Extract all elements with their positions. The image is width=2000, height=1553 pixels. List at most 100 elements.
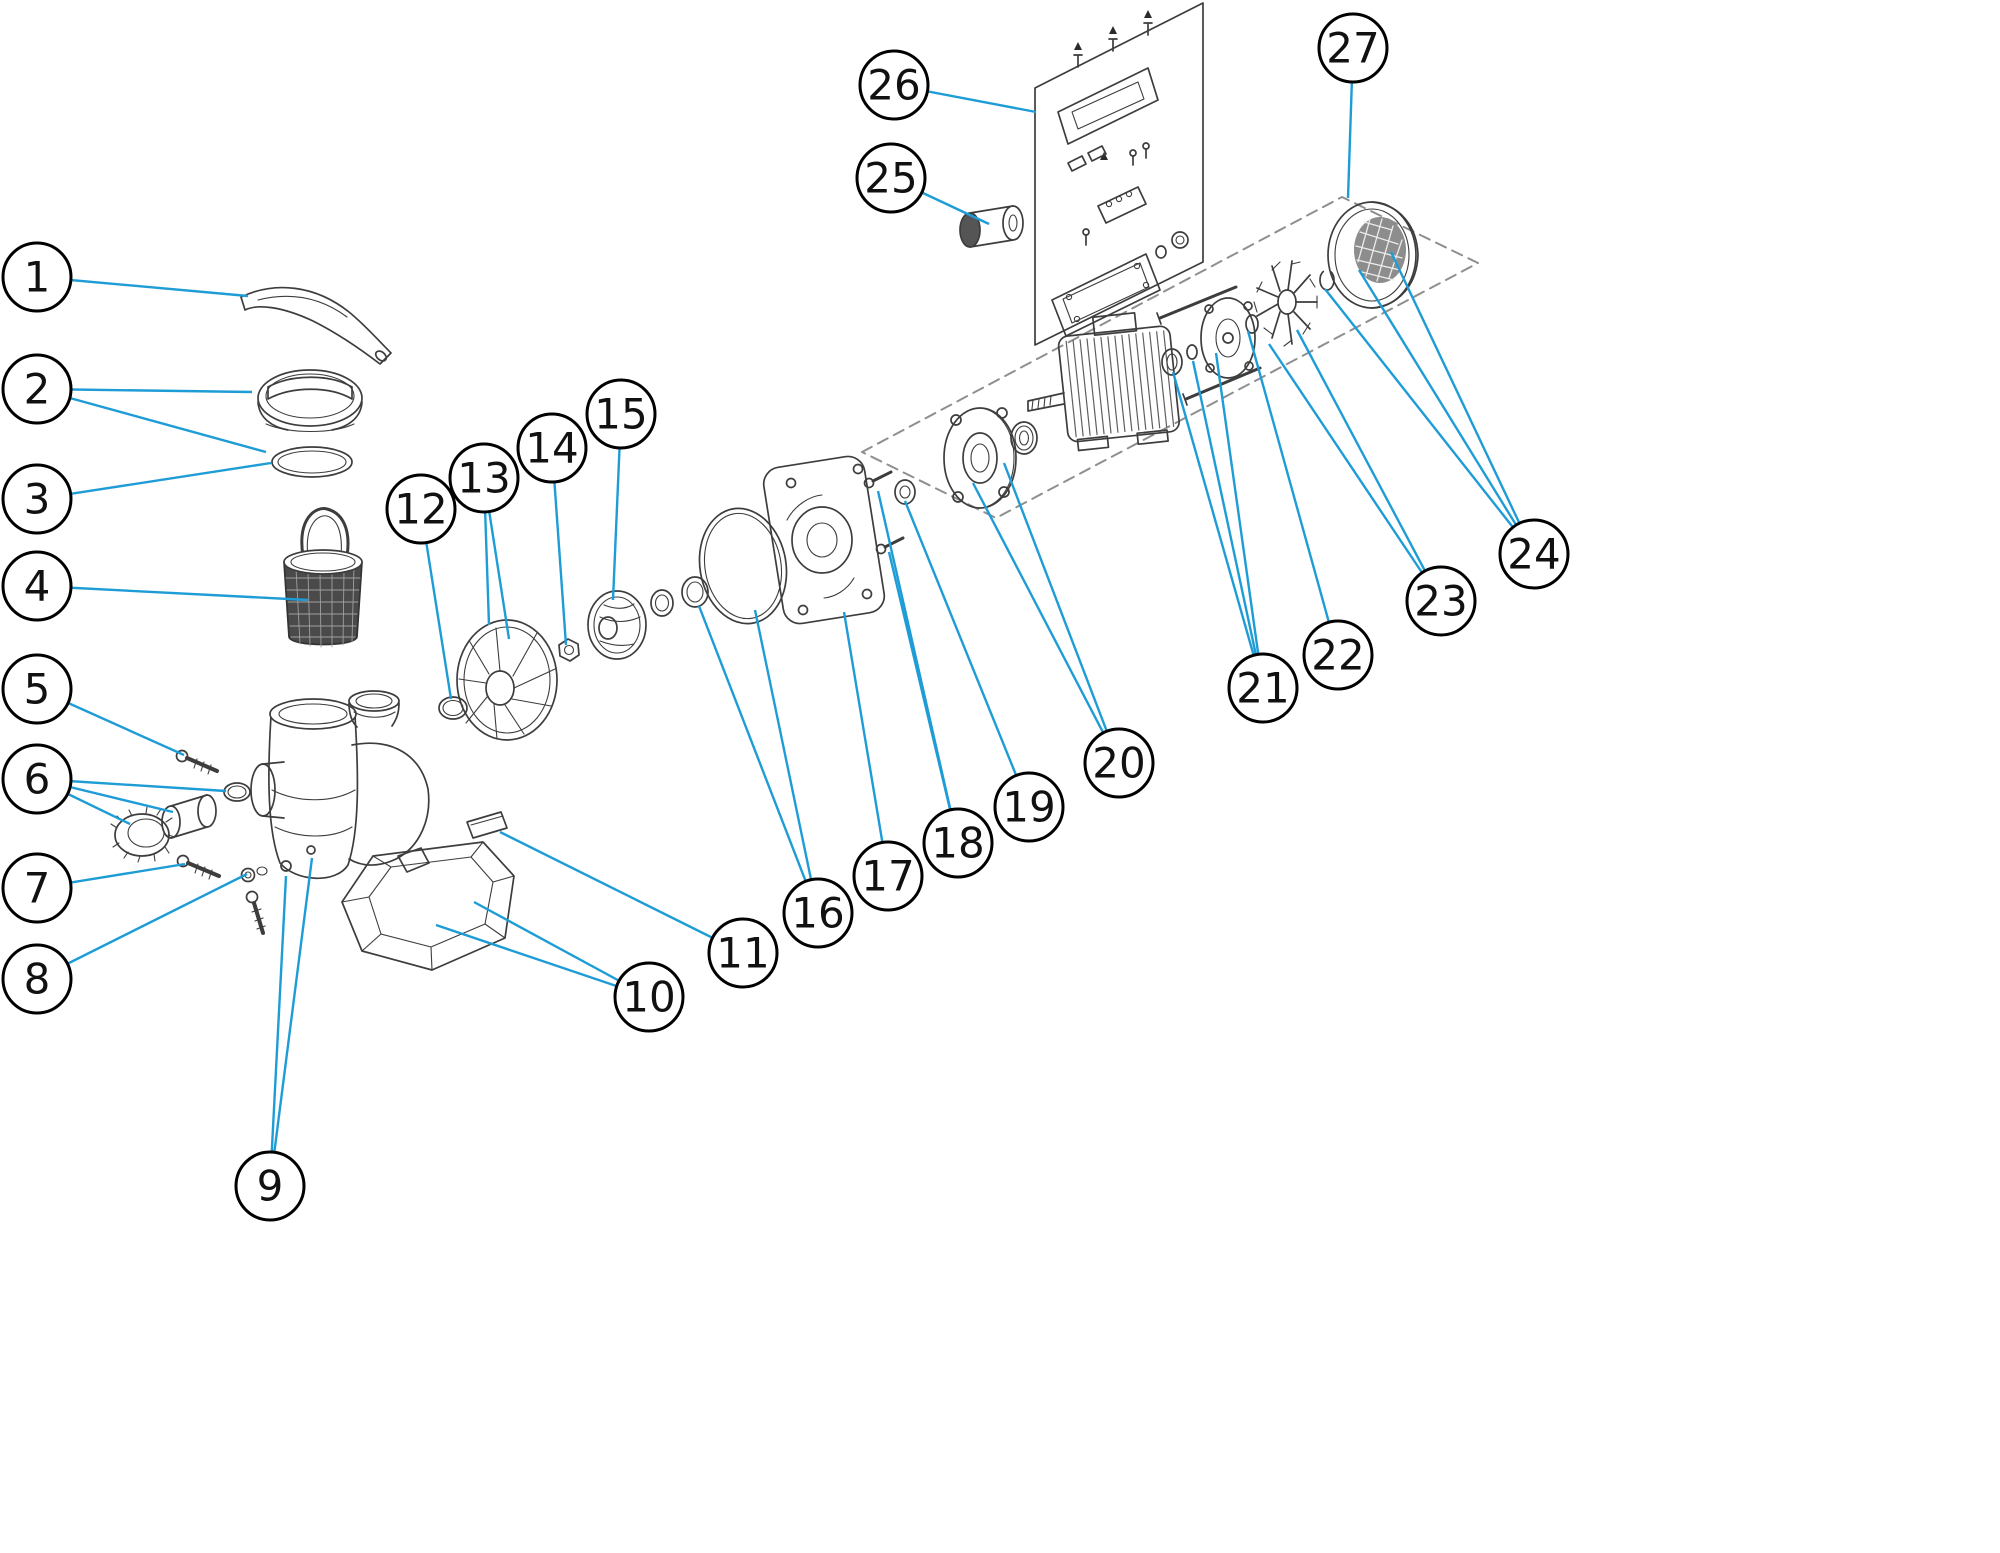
callout-11: 11 [707, 917, 779, 989]
leader-line-2 [36, 387, 253, 394]
leader-line-11 [499, 830, 744, 955]
leader-line-9 [268, 875, 288, 1187]
screw-parts-18 [863, 470, 905, 555]
rear-shaft-parts [1156, 285, 1262, 406]
callout-circle-21 [1227, 652, 1299, 724]
lid-part [257, 369, 363, 433]
callout-circle-20 [1083, 727, 1155, 799]
callout-number-11: 11 [716, 929, 769, 978]
callout-number-8: 8 [24, 955, 51, 1004]
callout-number-3: 3 [24, 475, 51, 524]
lid-oring-part [271, 446, 353, 478]
callout-6: 6 [1, 743, 73, 815]
callout-circle-5 [1, 653, 73, 725]
callout-7: 7 [1, 852, 73, 924]
callout-circle-9 [234, 1150, 306, 1222]
callout-number-6: 6 [24, 755, 51, 804]
pad-part-11 [466, 811, 508, 839]
callout-circle-2 [1, 353, 73, 425]
callout-22: 22 [1302, 619, 1374, 691]
leader-line-24 [1389, 251, 1536, 555]
callout-13: 13 [448, 442, 520, 514]
callout-14: 14 [516, 412, 588, 484]
leader-line-20 [971, 482, 1121, 764]
callout-21: 21 [1227, 652, 1299, 724]
callout-18: 18 [922, 807, 994, 879]
callout-number-5: 5 [24, 665, 51, 714]
callout-labels: 1234567891011121314151617181920212223242… [1, 12, 1570, 1222]
callout-circle-24 [1498, 518, 1570, 590]
callout-circle-1 [1, 241, 73, 313]
callout-number-2: 2 [24, 365, 51, 414]
screw-part-5 [175, 749, 219, 775]
pump-housing-part-9 [250, 690, 430, 880]
leader-line-19 [903, 500, 1031, 808]
callout-number-4: 4 [24, 562, 51, 611]
fan-cover-part [1327, 201, 1419, 309]
seal-plate-part-17 [762, 455, 886, 625]
callout-26: 26 [858, 49, 930, 121]
leader-line-21 [1214, 352, 1265, 689]
callout-24: 24 [1498, 518, 1570, 590]
callout-number-24: 24 [1507, 530, 1560, 579]
leader-line-3 [36, 461, 272, 501]
circlip-part [1319, 269, 1335, 291]
washer-part-19 [894, 479, 916, 505]
capacitor-part-25 [959, 205, 1024, 248]
leader-line-8 [36, 872, 248, 981]
leader-lines [36, 47, 1536, 1187]
callout-8: 8 [1, 943, 73, 1015]
callout-circle-16 [782, 877, 854, 949]
leader-line-21 [1171, 371, 1265, 689]
leader-line-24 [1324, 288, 1535, 555]
callout-number-13: 13 [457, 454, 510, 503]
callout-number-1: 1 [24, 253, 51, 302]
callout-number-27: 27 [1326, 24, 1379, 73]
callout-number-21: 21 [1236, 664, 1289, 713]
leader-line-18 [887, 551, 960, 844]
motor-bracket-part-20 [943, 407, 1017, 509]
impeller-part-15 [587, 590, 647, 660]
screw-part-vertical [245, 890, 266, 935]
callout-10: 10 [613, 961, 685, 1033]
callout-5: 5 [1, 653, 73, 725]
terminal-box-parts-26 [1051, 10, 1189, 337]
bearing-part-21 [1010, 421, 1038, 455]
callout-number-22: 22 [1311, 631, 1364, 680]
callout-number-18: 18 [931, 819, 984, 868]
callout-number-20: 20 [1092, 739, 1145, 788]
callout-circle-19 [993, 771, 1065, 843]
callout-number-14: 14 [525, 424, 578, 473]
callout-12: 12 [385, 473, 457, 545]
callout-number-15: 15 [594, 390, 647, 439]
callout-1: 1 [1, 241, 73, 313]
leader-line-16 [753, 609, 820, 914]
callout-number-16: 16 [791, 889, 844, 938]
callout-circle-3 [1, 463, 73, 535]
leader-line-4 [36, 584, 309, 602]
callout-circle-12 [385, 473, 457, 545]
leader-line-24 [1357, 269, 1536, 555]
callout-15: 15 [585, 378, 657, 450]
callout-3: 3 [1, 463, 73, 535]
motor-part [1027, 312, 1180, 452]
leader-line-22 [1246, 330, 1340, 656]
mechanical-seal-parts [650, 576, 709, 617]
rear-bracket-part [1200, 297, 1256, 379]
motor-assembly-outline [861, 196, 1479, 519]
callout-number-10: 10 [622, 973, 675, 1022]
callout-16: 16 [782, 877, 854, 949]
terminal-box-outline [1034, 2, 1204, 346]
callout-circle-6 [1, 743, 73, 815]
callout-circle-25 [855, 142, 927, 214]
callout-2: 2 [1, 353, 73, 425]
strainer-basket-part [283, 507, 363, 648]
callout-number-9: 9 [257, 1162, 284, 1211]
callout-25: 25 [855, 142, 927, 214]
callout-circle-27 [1317, 12, 1389, 84]
callout-9: 9 [234, 1150, 306, 1222]
callout-23: 23 [1405, 565, 1477, 637]
callout-circle-23 [1405, 565, 1477, 637]
